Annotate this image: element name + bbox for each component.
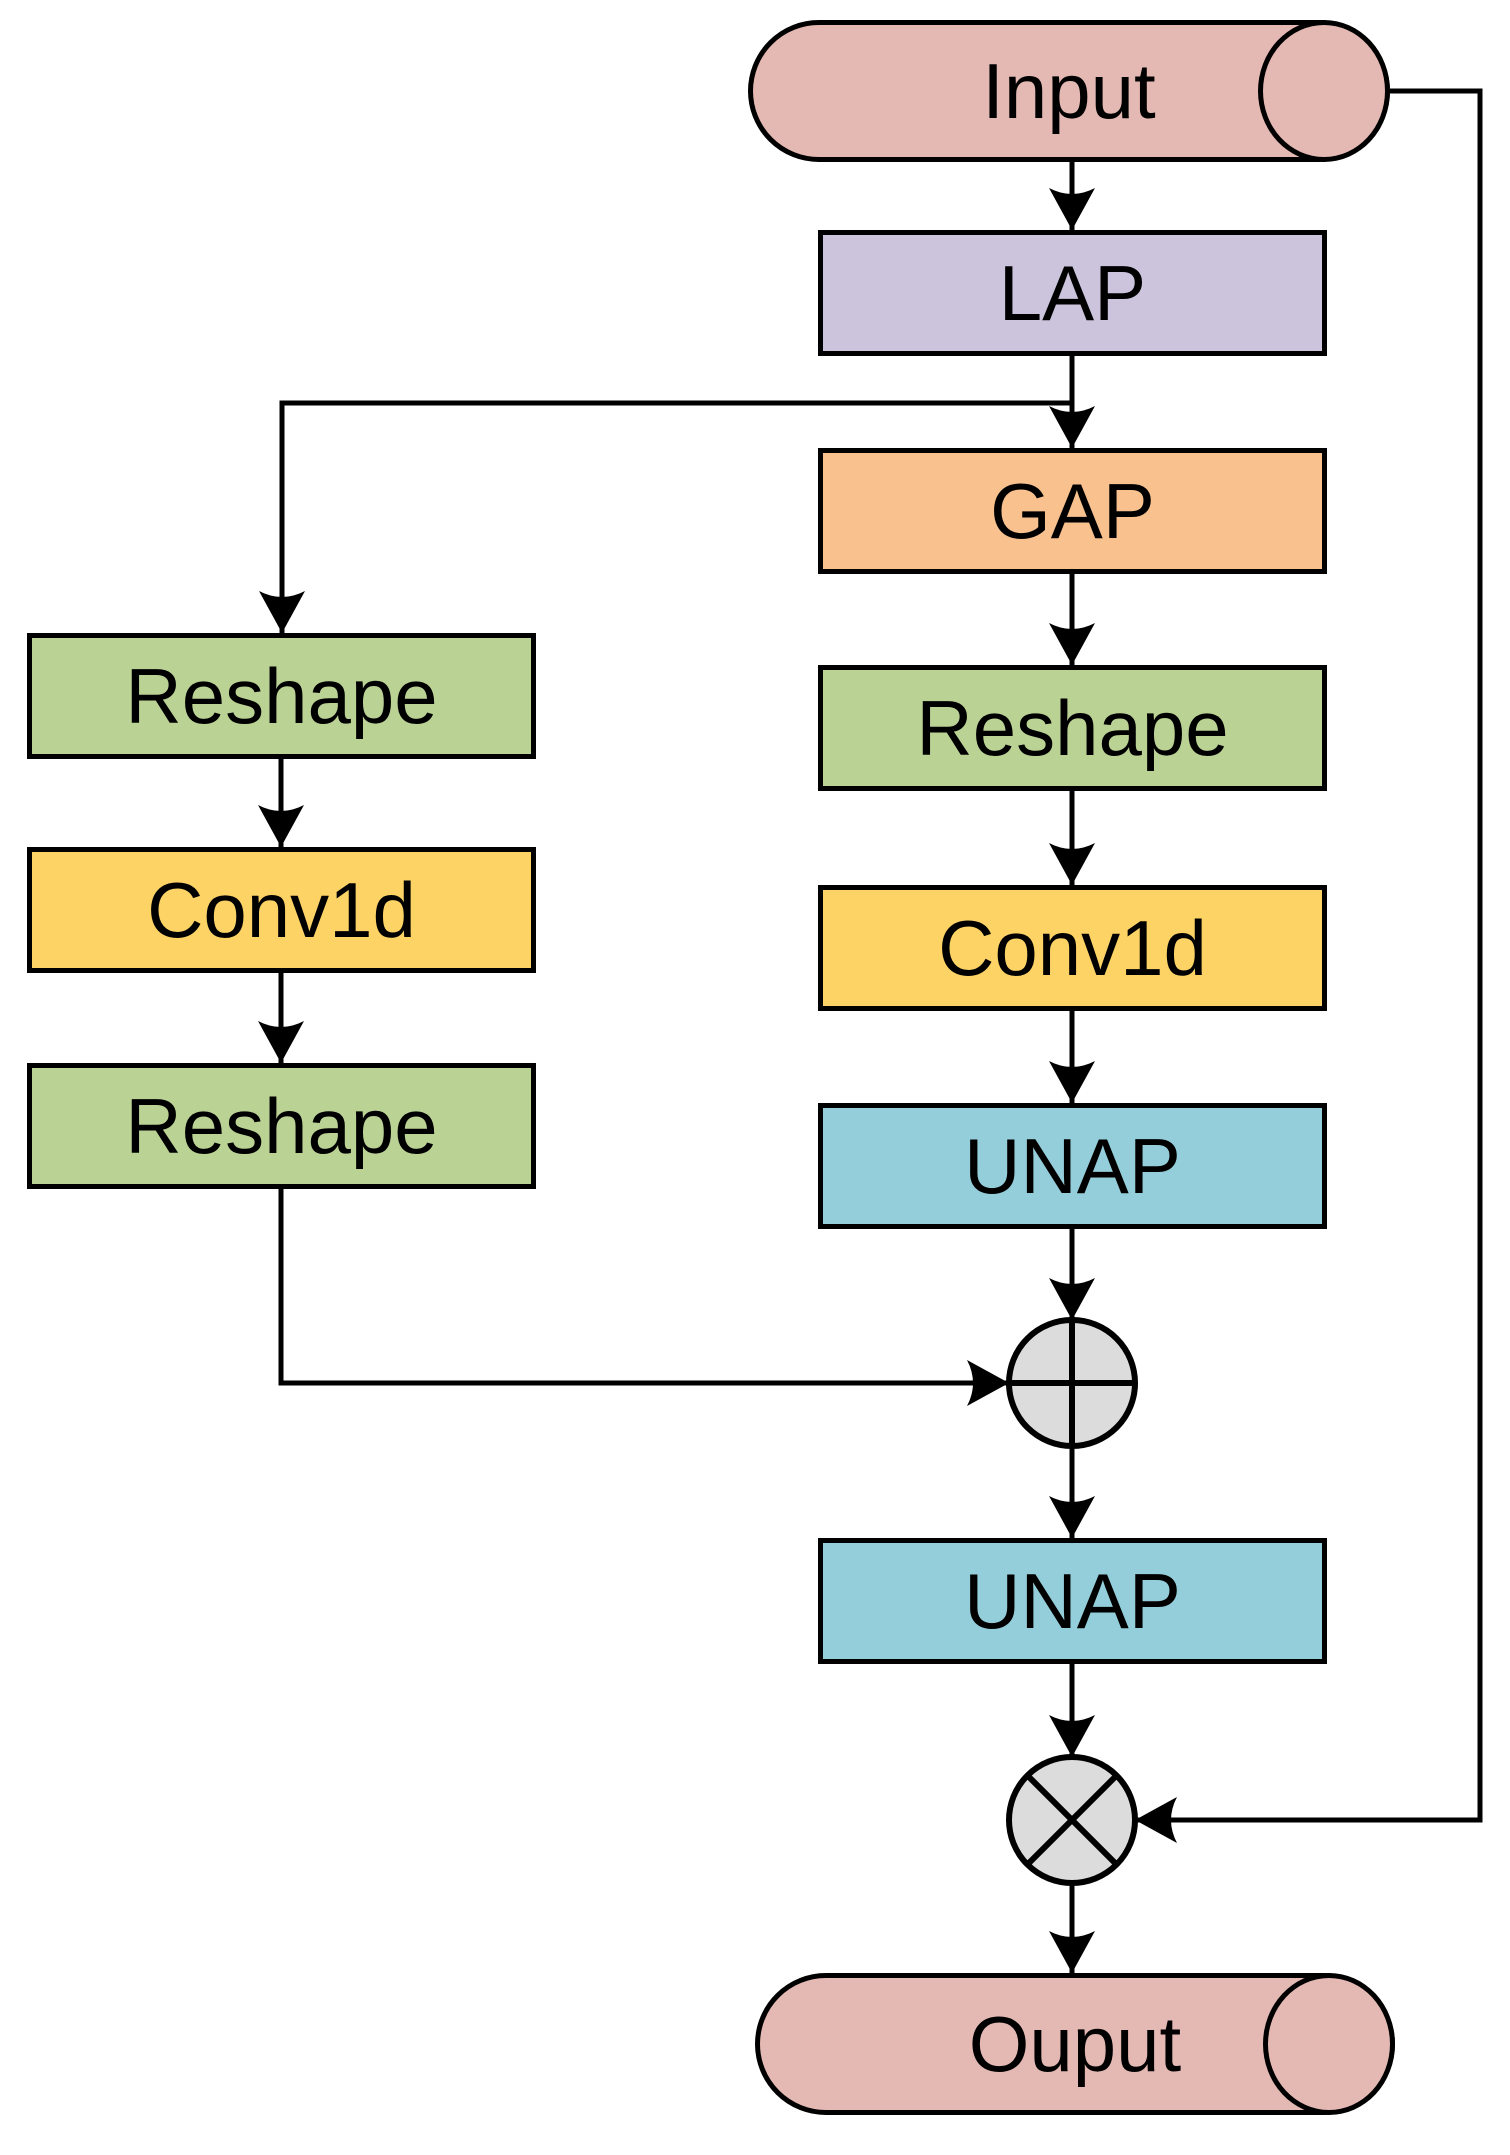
reshape-left-bottom-label: Reshape bbox=[125, 1082, 438, 1170]
conv1d-right-label: Conv1d bbox=[938, 904, 1207, 992]
unap-top-label: UNAP bbox=[964, 1122, 1181, 1210]
reshape-right-block: Reshape bbox=[818, 665, 1327, 791]
multiply-operator-icon bbox=[1006, 1754, 1138, 1886]
unap-bottom-label: UNAP bbox=[964, 1557, 1181, 1645]
reshape-left-bottom-block: Reshape bbox=[27, 1063, 536, 1189]
lap-label: LAP bbox=[998, 249, 1147, 337]
edge-add-unap2 bbox=[1049, 1446, 1095, 1538]
output-node: Ouput bbox=[755, 1973, 1395, 2115]
edge-unap-add bbox=[1049, 1229, 1095, 1320]
output-cylinder-cap-icon bbox=[1263, 1973, 1395, 2115]
edge-reshape-conv1d-right bbox=[1049, 791, 1095, 885]
reshape-left-top-block: Reshape bbox=[27, 633, 536, 759]
reshape-right-label: Reshape bbox=[916, 684, 1229, 772]
gap-block: GAP bbox=[818, 448, 1327, 574]
edge-unap2-multiply bbox=[1049, 1664, 1095, 1757]
lap-block: LAP bbox=[818, 230, 1327, 356]
edge-multiply-output bbox=[1049, 1883, 1095, 1973]
output-label: Ouput bbox=[968, 2000, 1182, 2088]
edge-input-lap bbox=[1049, 162, 1095, 230]
edge-conv1d-reshape-left bbox=[258, 973, 304, 1063]
input-cylinder-cap-icon bbox=[1258, 20, 1390, 162]
reshape-left-top-label: Reshape bbox=[125, 652, 438, 740]
input-label: Input bbox=[982, 47, 1156, 135]
gap-label: GAP bbox=[990, 467, 1155, 555]
conv1d-right-block: Conv1d bbox=[818, 885, 1327, 1011]
edge-input-skip-multiply bbox=[1135, 88, 1483, 1843]
add-operator-icon bbox=[1006, 1317, 1138, 1449]
conv1d-left-label: Conv1d bbox=[147, 866, 416, 954]
unap-bottom-block: UNAP bbox=[818, 1538, 1327, 1664]
edge-lap-branch-left bbox=[259, 400, 1072, 633]
input-node: Input bbox=[748, 20, 1390, 162]
edge-gap-reshape bbox=[1049, 574, 1095, 665]
edge-reshape-add bbox=[278, 1187, 1009, 1406]
edge-conv1d-unap-right bbox=[1049, 1011, 1095, 1103]
unap-top-block: UNAP bbox=[818, 1103, 1327, 1229]
edge-reshape-conv1d-left bbox=[258, 758, 304, 847]
conv1d-left-block: Conv1d bbox=[27, 847, 536, 973]
